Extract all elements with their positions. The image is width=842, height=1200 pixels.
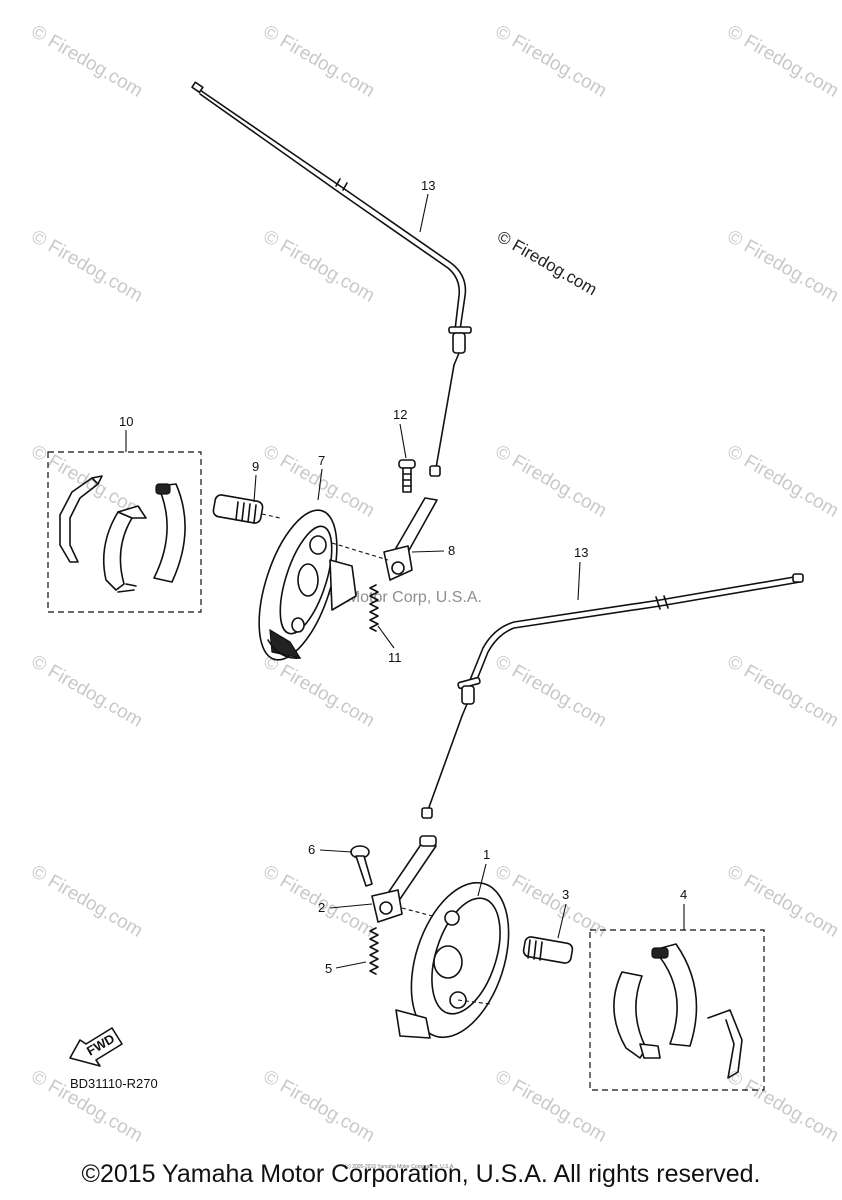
upper-bolt	[398, 459, 416, 493]
watermark: © Firedog.com	[492, 1066, 611, 1147]
callout-5: 5	[325, 961, 332, 976]
diagram-code: BD31110-R270	[70, 1076, 158, 1091]
lower-bolt	[350, 845, 373, 887]
callout-4: 4	[680, 887, 687, 902]
callout-12: 12	[393, 407, 407, 422]
callout-3: 3	[562, 887, 569, 902]
watermark: © Firedog.com	[492, 651, 611, 732]
watermark: © Firedog.com	[28, 226, 147, 307]
watermark: © Firedog.com	[260, 651, 379, 732]
callout-8: 8	[448, 543, 455, 558]
watermark: © Firedog.com	[260, 21, 379, 102]
lower-shoe-set-box	[589, 929, 765, 1091]
watermark: © Firedog.com	[724, 21, 842, 102]
upper-brake-lever	[331, 497, 438, 581]
watermark: © Firedog.com	[724, 1066, 842, 1147]
copyright-footer: ©2015 Yamaha Motor Corporation, U.S.A. A…	[81, 1160, 761, 1188]
watermark: © Firedog.com	[260, 226, 379, 307]
tiny-notice: (c) 2005-2015 Yamaha Motor Corporation, …	[345, 1164, 455, 1170]
upper-shoe-set-box	[47, 451, 202, 613]
lower-brake-plate	[395, 881, 510, 1039]
callout-2: 2	[318, 900, 325, 915]
lower-brake-cable	[421, 573, 804, 819]
callout-11: 11	[388, 650, 402, 665]
watermark: © Firedog.com	[724, 441, 842, 522]
watermark: © Firedog.com	[492, 441, 611, 522]
watermark: © Firedog.com	[28, 21, 147, 102]
callout-9: 9	[252, 459, 259, 474]
forward-arrow-icon: FWD	[69, 1027, 123, 1067]
upper-spring	[369, 584, 379, 632]
lower-camshaft	[522, 936, 574, 964]
watermark: © Firedog.com	[724, 651, 842, 732]
callout-13-upper: 13	[421, 178, 435, 193]
callout-10: 10	[119, 414, 133, 429]
featured-watermark: © Firedog.com	[494, 227, 600, 299]
callout-6: 6	[308, 842, 315, 857]
callout-7: 7	[318, 453, 325, 468]
upper-brake-cable	[191, 81, 472, 477]
watermark: © Firedog.com	[28, 861, 147, 942]
watermark: © Firedog.com	[724, 226, 842, 307]
lower-spring	[369, 927, 379, 975]
watermark: © Firedog.com	[492, 21, 611, 102]
lower-brake-shoe-set	[589, 929, 765, 1091]
upper-camshaft	[212, 494, 281, 524]
callout-13-lower: 13	[574, 545, 588, 560]
watermark: © Firedog.com	[28, 651, 147, 732]
watermark: © Firedog.com	[260, 1066, 379, 1147]
upper-brake-plate	[258, 509, 357, 661]
upper-brake-shoe-set	[47, 451, 202, 613]
lower-brake-lever	[371, 835, 441, 923]
callouts: 13 12 10 9 7 8 11 13 6 1 2 3 4 5	[119, 178, 687, 976]
callout-1: 1	[483, 847, 490, 862]
